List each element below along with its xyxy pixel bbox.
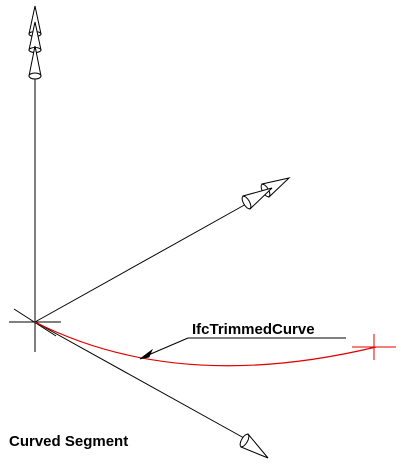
y-axis-arrow-icon [241,177,291,210]
end-crosshair-icon [352,334,396,360]
origin-crosshair-icon [9,300,61,352]
y-axis [34,177,291,323]
z-axis-arrow-icon [28,5,42,80]
label-leader [139,337,346,360]
diagram-caption: Curved Segment [9,433,128,450]
x-axis [34,321,269,459]
trimmed-curve [34,321,377,367]
x-axis-arrow-icon [239,433,269,459]
curve-label: IfcTrimmedCurve [192,321,315,338]
leader-arrowhead [139,348,153,360]
